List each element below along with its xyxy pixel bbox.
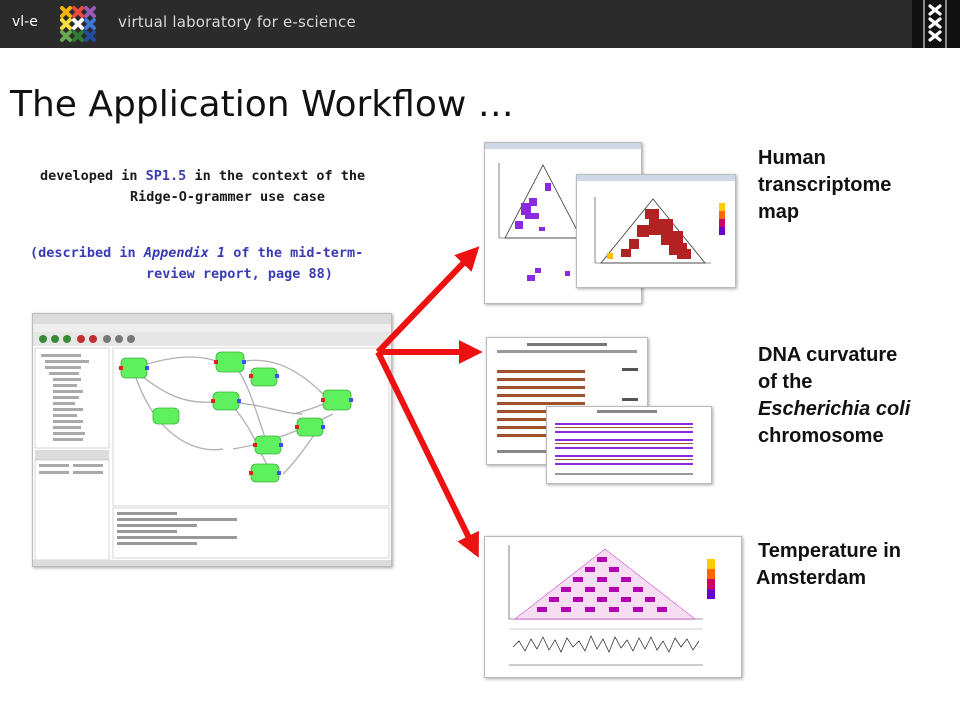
label-line: Temperature in [758,540,901,562]
temperature-plot [484,536,742,678]
label-line: chromosome [758,425,884,447]
label-line: Amsterdam [756,567,867,589]
transcriptome-plot-front [576,174,736,288]
slide-title: The Application Workflow … [10,84,514,125]
label-line: Human [758,147,826,169]
developed-prefix: developed in [40,168,146,184]
transcriptome-plot-front-image [577,175,735,264]
output-label-temperature: Temperature in Amsterdam [756,538,901,592]
label-line: of the [758,371,813,393]
vle-logo-icon [60,6,96,42]
dna-curvature-plot-front-image [555,410,693,475]
described-line-2: review report, page 88) [146,266,333,282]
output-label-transcriptome: Human transcriptome map [758,145,891,226]
label-line: map [758,201,800,223]
developed-highlight: SP1.5 [145,168,187,184]
developed-line-1: developed in SP1.5 in the context of the [40,168,365,184]
developed-line-2: Ridge-O-grammer use case [130,189,326,205]
label-line-italic: Escherichia coli [758,398,911,420]
arrow-to-transcriptome [375,246,480,355]
described-line-1: (described in Appendix 1 of the mid-term… [30,245,363,261]
output-label-dna-curvature: DNA curvature of the Escherichia coli ch… [758,342,910,450]
described-open: ( [30,245,39,261]
described-emphasis: Appendix 1 [143,245,226,261]
label-line: transcriptome [758,174,892,196]
arrow-to-temperature [375,350,479,558]
label-line: DNA curvature [758,344,898,366]
transcriptome-plot-back-image [485,143,641,281]
workflow-editor-image [33,314,391,566]
header-bar: vl-e virtual laboratory for e-science [0,0,960,48]
dna-curvature-plot-front [546,406,712,484]
developed-suffix: in the context of the [186,168,366,184]
described-suffix: of the mid-term- [225,245,364,261]
workflow-editor-screenshot [32,313,392,567]
described-prefix: described in [38,245,144,261]
temperature-plot-image [508,545,715,666]
university-logo-icon [912,0,960,48]
brand-full-name: virtual laboratory for e-science [118,13,356,31]
brand-short: vl-e [12,14,38,30]
